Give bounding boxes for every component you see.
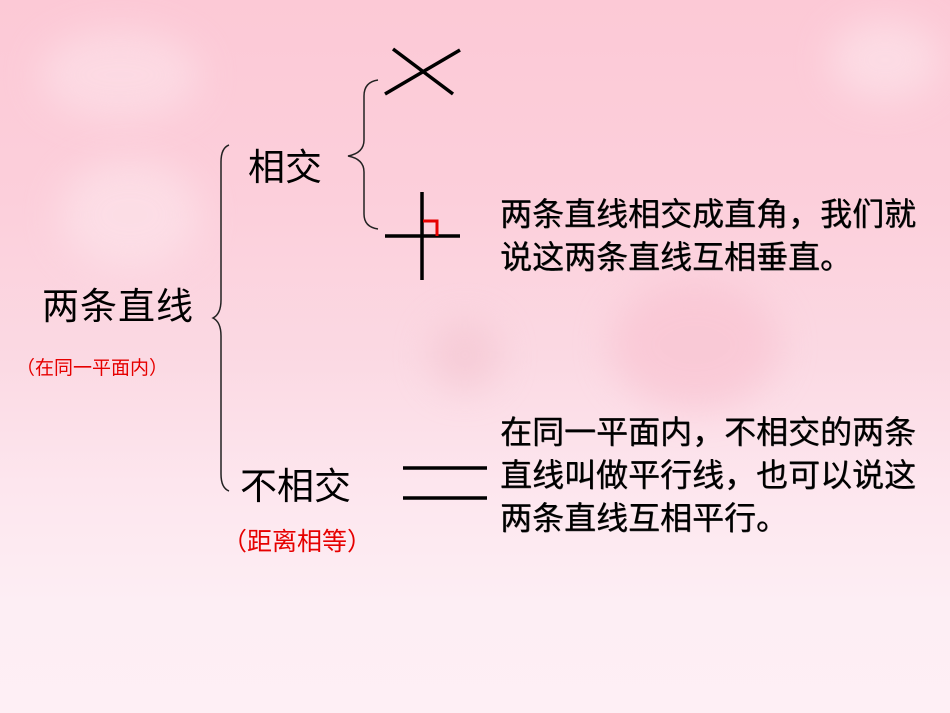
root-label: 两条直线 xyxy=(42,285,194,328)
root-note: （在同一平面内） xyxy=(16,357,169,379)
branch-label-intersecting: 相交 xyxy=(248,146,322,189)
intersecting-lines-icon xyxy=(384,47,461,96)
small-brace-icon xyxy=(347,79,379,230)
definition-perpendicular: 两条直线相交成直角，我们就说这两条直线互相垂直。 xyxy=(500,195,917,276)
branch-note-equal-distance: （距离相等） xyxy=(222,527,373,556)
perpendicular-lines-icon xyxy=(385,192,460,280)
parallel-lines-icon xyxy=(403,466,487,500)
branch-label-not-intersecting: 不相交 xyxy=(240,465,351,508)
definition-parallel: 在同一平面内，不相交的两条直线叫做平行线，也可以说这两条直线互相平行。 xyxy=(500,413,917,537)
large-brace-icon xyxy=(211,144,230,492)
right-angle-mark-icon xyxy=(423,219,439,236)
